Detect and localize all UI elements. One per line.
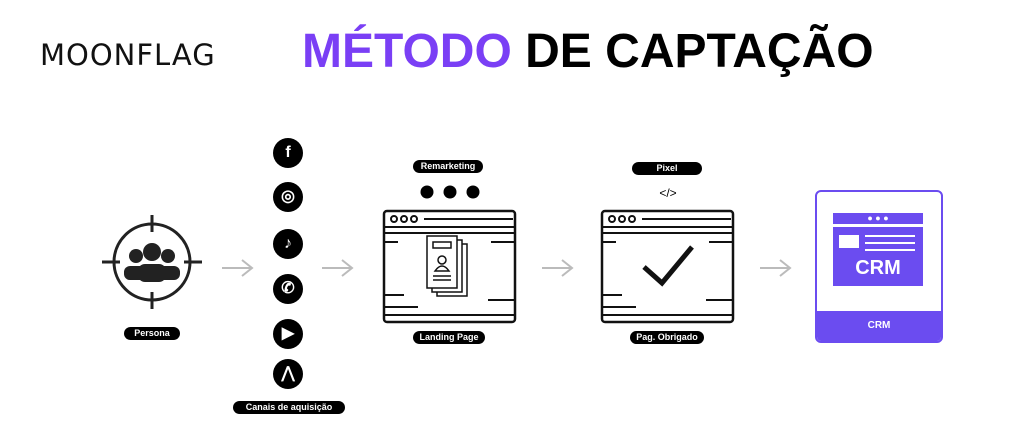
youtube-icon: ▶ — [273, 319, 303, 349]
whatsapp-icon: ✆ — [273, 274, 303, 304]
thank-you-browser-icon — [600, 209, 735, 324]
page-title: MÉTODO DE CAPTAÇÃO — [302, 24, 874, 79]
pixel-tag: Pixel — [632, 162, 702, 175]
persona-target-icon — [102, 215, 202, 309]
arrow-icon — [322, 259, 354, 277]
landing-page-label: Landing Page — [413, 331, 485, 344]
crm-window-dots: ● ● ● — [833, 213, 923, 224]
crm-screen-text: CRM — [855, 257, 901, 279]
tiktok-icon: ♪ — [273, 229, 303, 259]
channels-label: Canais de aquisição — [233, 401, 345, 414]
crm-card: ● ● ● CRM CRM — [815, 190, 943, 343]
arrow-icon — [222, 259, 254, 277]
thank-you-label: Pag. Obrigado — [630, 331, 704, 344]
crm-label: CRM — [817, 311, 941, 341]
persona-label: Persona — [124, 327, 180, 340]
remarketing-tag: Remarketing — [413, 160, 483, 173]
code-icon: </> — [659, 186, 677, 200]
title-highlight: MÉTODO — [302, 25, 512, 78]
arrow-icon — [542, 259, 574, 277]
remarketing-social-icons — [420, 185, 480, 199]
crm-screen: CRM — [833, 227, 923, 286]
moonflag-logo: MOONFLAG — [40, 38, 216, 72]
landing-page-browser-icon — [382, 209, 517, 324]
title-rest: DE CAPTAÇÃO — [525, 25, 874, 78]
ads-icon: ⋀ — [273, 359, 303, 389]
facebook-icon: f — [273, 138, 303, 168]
instagram-icon: ◎ — [273, 182, 303, 212]
arrow-icon — [760, 259, 792, 277]
